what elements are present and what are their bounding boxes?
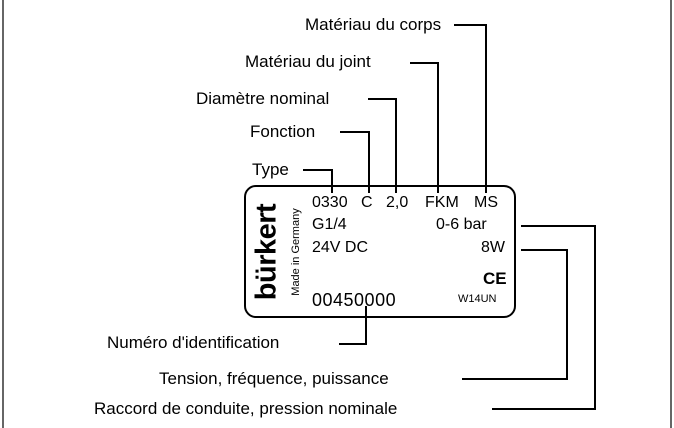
diameter-value: 2,0 <box>386 194 409 211</box>
leader-voltage <box>462 249 568 380</box>
brand-block: bürkert <box>247 190 287 314</box>
leader-id-number <box>339 306 367 345</box>
ce-mark: CE <box>483 269 507 288</box>
leader-body-material <box>454 24 487 193</box>
leader-connection <box>492 225 596 410</box>
id-value: 00450000 <box>312 290 397 310</box>
leader-nominal-diameter <box>368 98 397 193</box>
label-function: Fonction <box>250 122 316 141</box>
made-in-germany: Made in Germany <box>290 208 302 296</box>
label-nominal-diameter: Diamètre nominal <box>196 89 330 108</box>
label-id-number: Numéro d'identification <box>107 333 280 352</box>
label-voltage-frequency-power: Tension, fréquence, puissance <box>159 369 389 388</box>
burkert-logo: bürkert <box>250 203 283 301</box>
voltage-value: 24V DC <box>312 239 369 256</box>
label-seal-material: Matériau du joint <box>245 52 371 71</box>
body-value: MS <box>474 194 498 211</box>
seal-value: FKM <box>425 194 459 211</box>
type-value: 0330 <box>312 194 348 211</box>
function-value: C <box>361 194 373 211</box>
pressure-value: 0-6 bar <box>436 216 487 233</box>
power-value: 8W <box>481 239 505 256</box>
date-code: W14UN <box>458 293 497 305</box>
nameplate <box>244 185 516 318</box>
leader-function <box>340 131 370 193</box>
label-body-material: Matériau du corps <box>305 15 442 34</box>
connection-value: G1/4 <box>312 216 347 233</box>
label-connection-pressure: Raccord de conduite, pression nominale <box>94 399 398 418</box>
leader-seal-material <box>410 62 439 193</box>
label-type: Type <box>252 160 289 179</box>
